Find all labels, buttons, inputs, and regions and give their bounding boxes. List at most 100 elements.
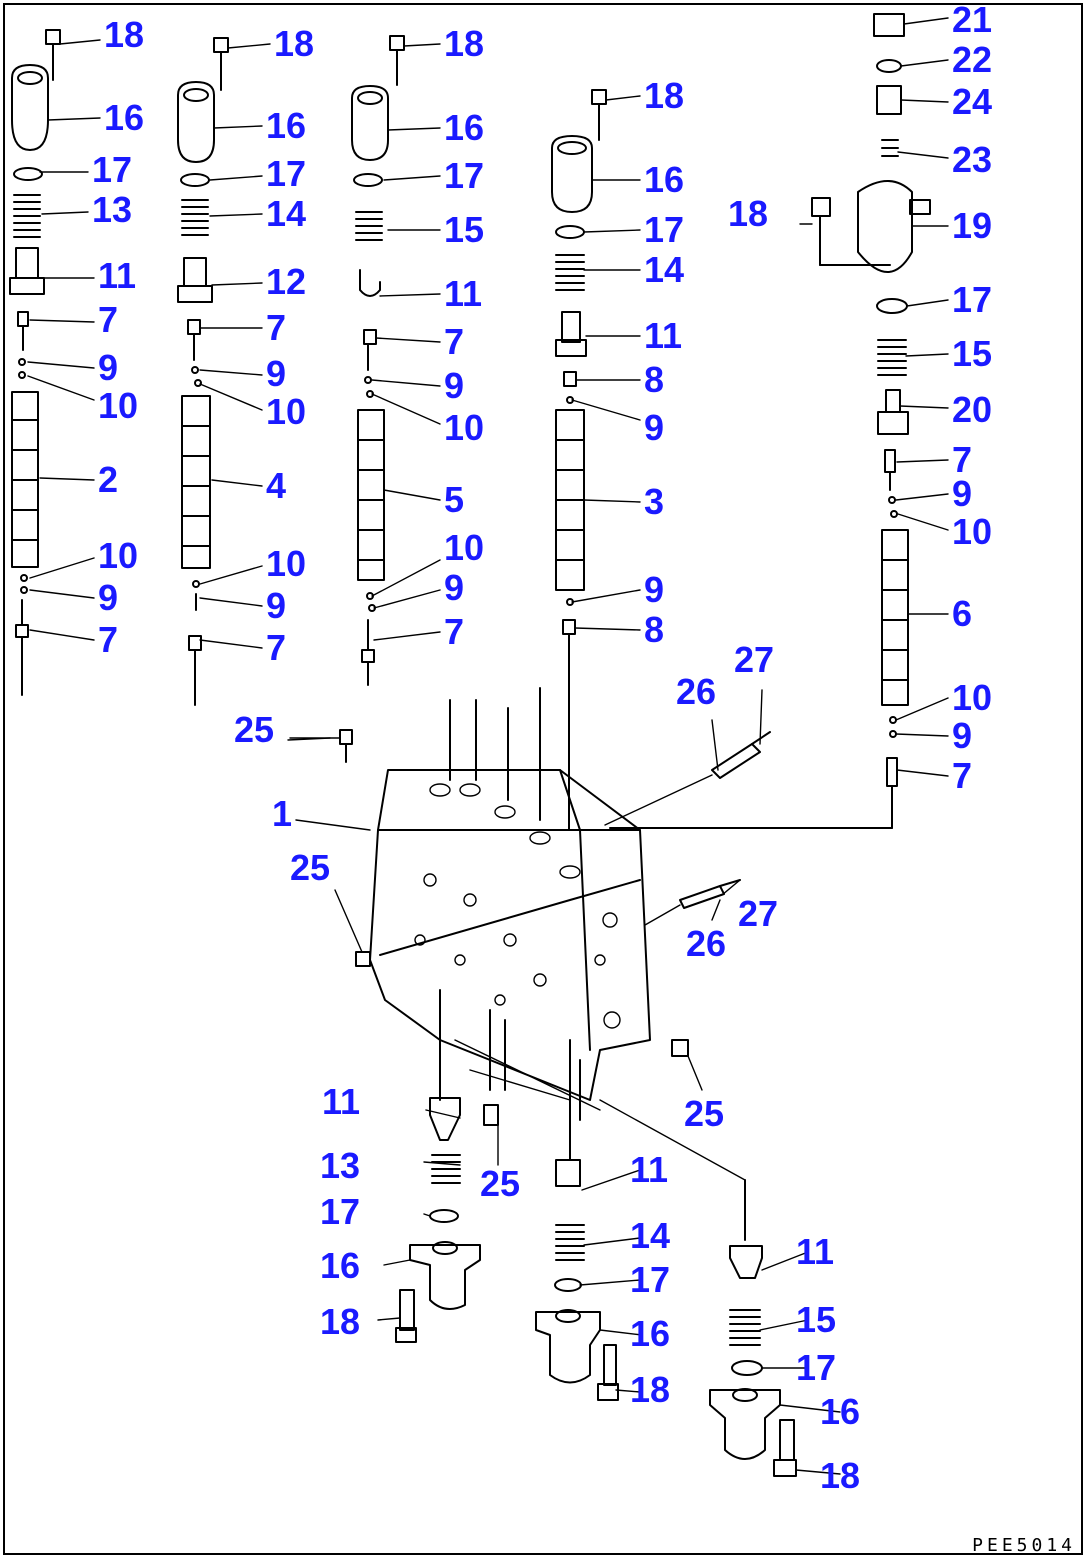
callout-label: 9 [952,715,972,756]
callout-label: 17 [644,209,684,250]
callout-label: 9 [266,353,286,394]
callout-label: 9 [98,347,118,388]
callout-label: 25 [234,709,274,750]
callout-label: 10 [444,527,484,568]
callout-label: 10 [952,677,992,718]
stack-column-3 [351,35,405,686]
callout-label: 11 [444,273,482,314]
callout-label: 25 [290,847,330,888]
callout-label: 10 [952,511,992,552]
callout-label: 11 [644,315,682,356]
callout-label: 16 [820,1391,860,1432]
callout-label: 6 [952,593,972,634]
lower-stack-middle [483,1104,619,1401]
callout-label: 17 [952,279,992,320]
callout-label: 2 [98,459,118,500]
callout-label: 13 [320,1145,360,1186]
callout-label: 11 [796,1231,834,1272]
callout-labels: 18 16 17 13 11 7 9 10 2 10 9 7 18 16 17 … [92,0,992,1496]
callout-label: 18 [630,1369,670,1410]
callout-label: 4 [266,465,286,506]
callout-label: 14 [644,249,684,290]
callout-label: 13 [92,189,132,230]
callout-label: 1 [272,793,292,834]
callout-label: 16 [644,159,684,200]
callout-label: 10 [266,543,306,584]
bolt-head [45,29,61,45]
callout-label: 14 [266,193,306,234]
callout-label: 16 [630,1313,670,1354]
callout-label: 25 [480,1163,520,1204]
callout-label: 11 [630,1149,668,1190]
valve-body [369,687,651,1161]
callout-label: 17 [92,149,132,190]
callout-label: 17 [630,1259,670,1300]
callout-label: 3 [644,481,664,522]
callout-label: 9 [444,567,464,608]
callout-label: 7 [266,307,286,348]
callout-label: 17 [444,155,484,196]
callout-label: 9 [266,585,286,626]
callout-label: 23 [952,139,992,180]
callout-label: 27 [734,639,774,680]
callout-label: 16 [444,107,484,148]
callout-label: 27 [738,893,778,934]
lower-stack-left [395,1097,481,1343]
callout-label: 8 [644,609,664,650]
drawing-border [3,3,1083,1555]
callout-label: 7 [444,611,464,652]
callout-label: 20 [952,389,992,430]
callout-label: 10 [98,535,138,576]
callout-label: 14 [630,1215,670,1256]
callout-label: 19 [952,205,992,246]
lower-stack-right [599,1099,797,1477]
callout-label: 25 [684,1093,724,1134]
callout-label: 7 [98,299,118,340]
callout-label: 16 [320,1245,360,1286]
line-work [9,13,949,1477]
callout-label: 9 [444,365,464,406]
callout-label: 10 [98,385,138,426]
callout-label: 18 [320,1301,360,1342]
callout-label: 17 [320,1191,360,1232]
callout-label: 7 [98,619,118,660]
callout-label: 18 [104,14,144,55]
leader-lines [27,17,949,1475]
callout-label: 16 [266,105,306,146]
callout-label: 10 [444,407,484,448]
callout-label: 18 [820,1455,860,1496]
callout-label: 9 [952,473,972,514]
callout-label: 17 [796,1347,836,1388]
callout-label: 7 [266,627,286,668]
stack-column-1 [9,29,61,696]
callout-label: 21 [952,0,992,40]
drawing-code: PEE5014 [972,1535,1076,1556]
callout-label: 9 [644,407,664,448]
callout-label: 9 [644,569,664,610]
callout-label: 16 [104,97,144,138]
callout-label: 18 [444,23,484,64]
callout-label: 18 [728,193,768,234]
callout-label: 12 [266,261,306,302]
callout-label: 7 [444,321,464,362]
callout-label: 22 [952,39,992,80]
callout-label: 7 [952,755,972,796]
callout-label: 8 [644,359,664,400]
callout-label: 26 [686,923,726,964]
stack-column-2 [177,37,229,706]
callout-label: 15 [952,333,992,374]
callout-label: 24 [952,81,992,122]
callout-label: 7 [952,439,972,480]
spring [13,194,41,238]
callout-label: 10 [266,391,306,432]
callout-label: 11 [322,1081,360,1122]
callout-label: 15 [796,1299,836,1340]
callout-label: 11 [98,255,136,296]
callout-label: 17 [266,153,306,194]
callout-label: 18 [644,75,684,116]
callout-label: 26 [676,671,716,712]
callout-label: 5 [444,479,464,520]
plugs-and-fittings [289,729,771,1091]
o-ring [13,167,43,181]
